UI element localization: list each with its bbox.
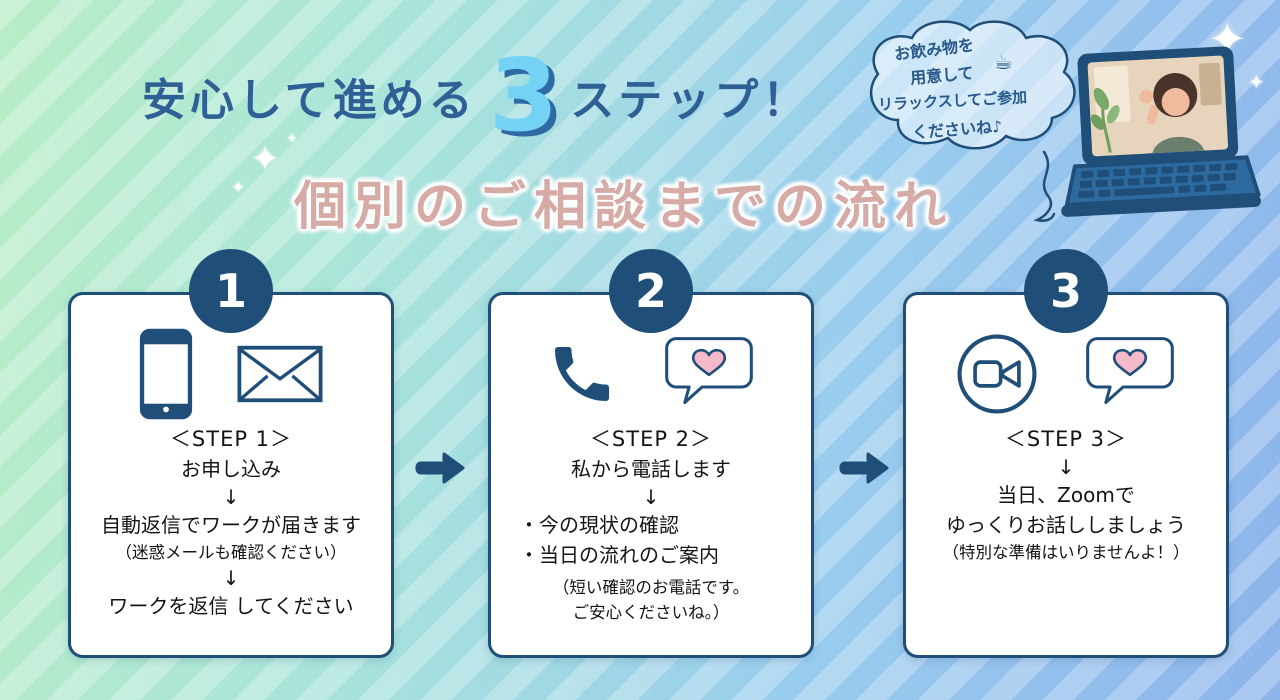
chat-bubble-heart-icon bbox=[665, 337, 753, 405]
chat-bubble-heart-icon bbox=[1086, 337, 1174, 405]
step-card-3: 3 ＜STEP 3＞ ↓ 当日、Zoomで ゆっくりお話ししましょう （特別な準… bbox=[903, 249, 1229, 658]
title-prefix: 安心して進める bbox=[142, 75, 477, 126]
sparkle-icon: ✦ bbox=[1248, 70, 1265, 94]
step-2-note: （短い確認のお電話です。 bbox=[552, 578, 750, 598]
step-card-1: 1 ＜STEP 1＞ お申し込み ↓ 自動返信でワークが届きます （迷惑メールも… bbox=[68, 249, 394, 658]
coffee-cup-icon: ☕ bbox=[994, 50, 1013, 74]
down-arrow: ↓ bbox=[1057, 455, 1075, 480]
title-suffix: ステップ！ bbox=[570, 75, 811, 126]
down-arrow: ↓ bbox=[642, 485, 660, 510]
step-2-title: ＜STEP 2＞ bbox=[589, 427, 713, 451]
video-call-icon bbox=[957, 334, 1037, 414]
step-3-title: ＜STEP 3＞ bbox=[1004, 427, 1128, 451]
laptop-video-call-illustration bbox=[1061, 46, 1261, 217]
page-subtitle: 個別のご相談までの流れ bbox=[294, 177, 955, 237]
flow-arrow-icon bbox=[415, 452, 465, 484]
step-2-line: 私から電話します bbox=[571, 457, 731, 482]
sparkle-icon: ✦ bbox=[286, 131, 298, 147]
step-1-number-badge: 1 bbox=[189, 249, 273, 333]
page-title: 安心して進める 3 ステップ！ bbox=[142, 46, 810, 146]
step-2-number-badge: 2 bbox=[609, 249, 693, 333]
step-1-note: （迷惑メールも確認ください） bbox=[115, 543, 347, 563]
step-2-bullet: ・当日の流れのご案内 bbox=[519, 543, 719, 568]
step-1-title: ＜STEP 1＞ bbox=[169, 427, 293, 451]
step-2-note: ご安心くださいね。） bbox=[572, 602, 730, 622]
flow-arrow-icon bbox=[839, 452, 889, 484]
sparkle-icon: ✦ bbox=[250, 139, 281, 180]
step-1-line: ワークを返信 してください bbox=[108, 593, 354, 618]
speech-bubble-tail-icon bbox=[1033, 150, 1056, 222]
step-3-line: 当日、Zoomで bbox=[997, 483, 1135, 508]
step-1-line: お申し込み bbox=[181, 457, 281, 482]
step-3-note: （特別な準備はいりませんよ！） bbox=[942, 543, 1190, 563]
envelope-icon bbox=[237, 345, 323, 403]
sparkle-icon: ✦ bbox=[231, 178, 246, 198]
step-3-number-badge: 3 bbox=[1024, 249, 1108, 333]
step-2-bullet: ・今の現状の確認 bbox=[519, 513, 679, 538]
smartphone-icon bbox=[139, 328, 193, 420]
down-arrow: ↓ bbox=[222, 485, 240, 510]
step-3-line: ゆっくりお話ししましょう bbox=[946, 513, 1186, 538]
phone-handset-icon bbox=[555, 347, 609, 401]
step-1-line: 自動返信でワークが届きます bbox=[101, 513, 361, 538]
down-arrow: ↓ bbox=[222, 565, 240, 590]
title-number-3: 3 bbox=[488, 37, 559, 154]
speech-bubble-cloud-icon bbox=[869, 20, 1076, 150]
step-card-2: 2 ＜STEP 2＞ 私から電話します ↓ ・今の現状の確認 ・当日の流れのご案… bbox=[488, 249, 814, 658]
speech-bubble: お飲み物を 用意して ☕ リラックスしてご参加 くださいね♪ bbox=[850, 12, 1090, 162]
